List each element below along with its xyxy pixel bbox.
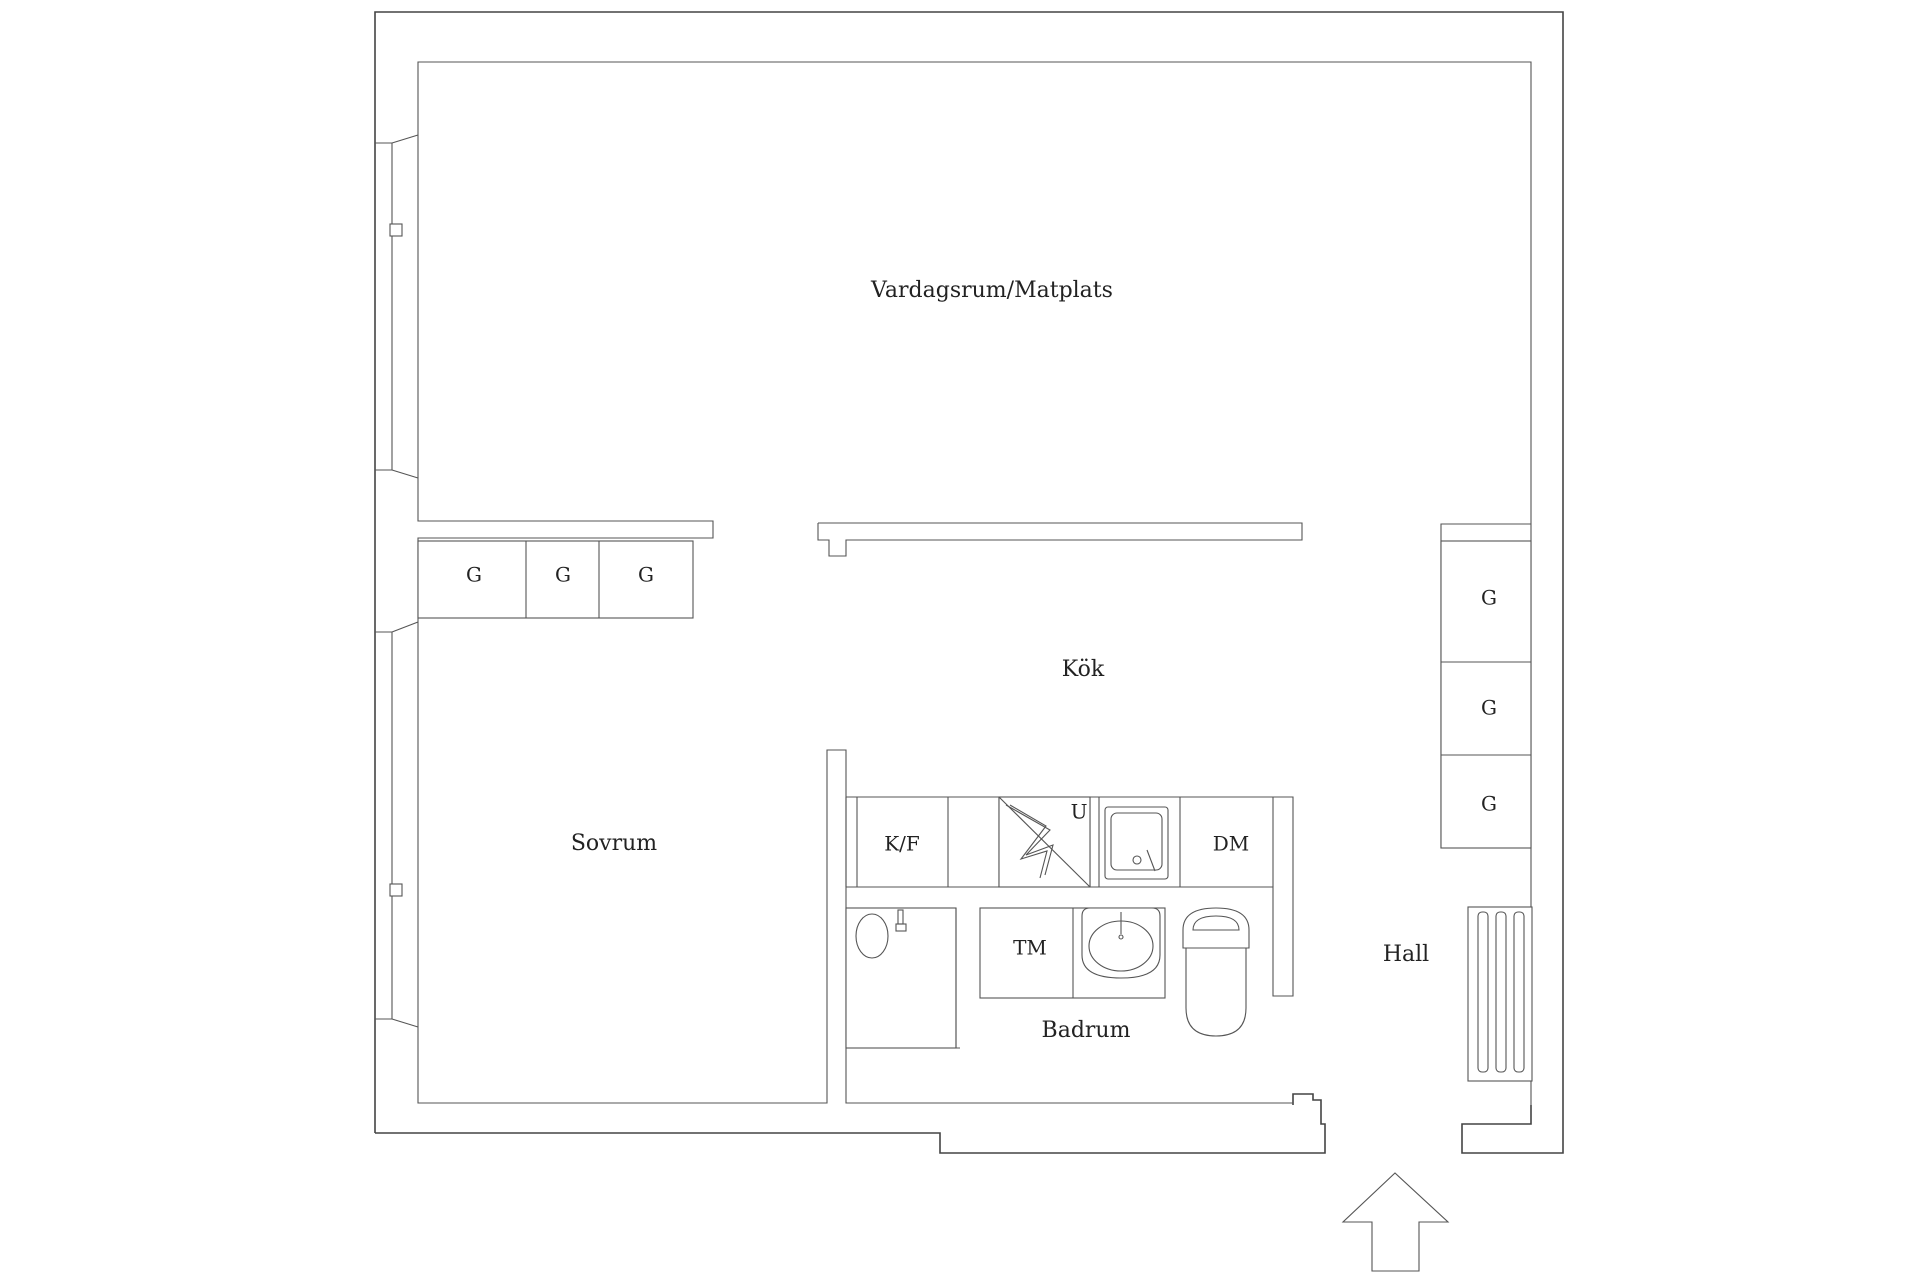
kitchen-partition — [817, 522, 1303, 557]
shower — [845, 907, 960, 1049]
wardrobe-row-top: G G G — [417, 540, 694, 619]
dishwasher-label: DM — [1213, 832, 1250, 856]
fridge-freezer-label: K/F — [884, 832, 920, 856]
wardrobe-label: G — [1481, 696, 1497, 720]
toilet — [1182, 907, 1250, 1037]
wardrobe-label: G — [466, 563, 482, 587]
radiator — [1467, 906, 1533, 1082]
room-label-bedroom: Sovrum — [571, 831, 657, 856]
dishwasher: DM — [1213, 832, 1250, 856]
room-label-living: Vardagsrum/Matplats — [870, 278, 1113, 303]
window-living — [375, 134, 419, 479]
oven-label: U — [1071, 800, 1088, 824]
room-label-bathroom: Badrum — [1042, 1018, 1131, 1043]
wardrobe-label: G — [555, 563, 571, 587]
wardrobe-label: G — [638, 563, 654, 587]
washing-machine-label: TM — [1013, 936, 1047, 960]
window-bedroom — [375, 621, 419, 1028]
outer-wall — [374, 11, 1564, 1154]
room-label-kitchen: Kök — [1062, 657, 1105, 682]
wardrobe-label: G — [1481, 792, 1497, 816]
bath-counter: TM — [979, 907, 1166, 999]
wardrobe-column-hall: G G G — [1440, 540, 1532, 849]
wardrobe-label: G — [1481, 586, 1497, 610]
entrance-arrow-icon — [1341, 1172, 1450, 1272]
fridge-freezer: K/F — [884, 832, 920, 856]
room-label-hall: Hall — [1383, 942, 1429, 967]
kitchen-sink — [1104, 806, 1169, 880]
oven: U — [998, 796, 1091, 888]
